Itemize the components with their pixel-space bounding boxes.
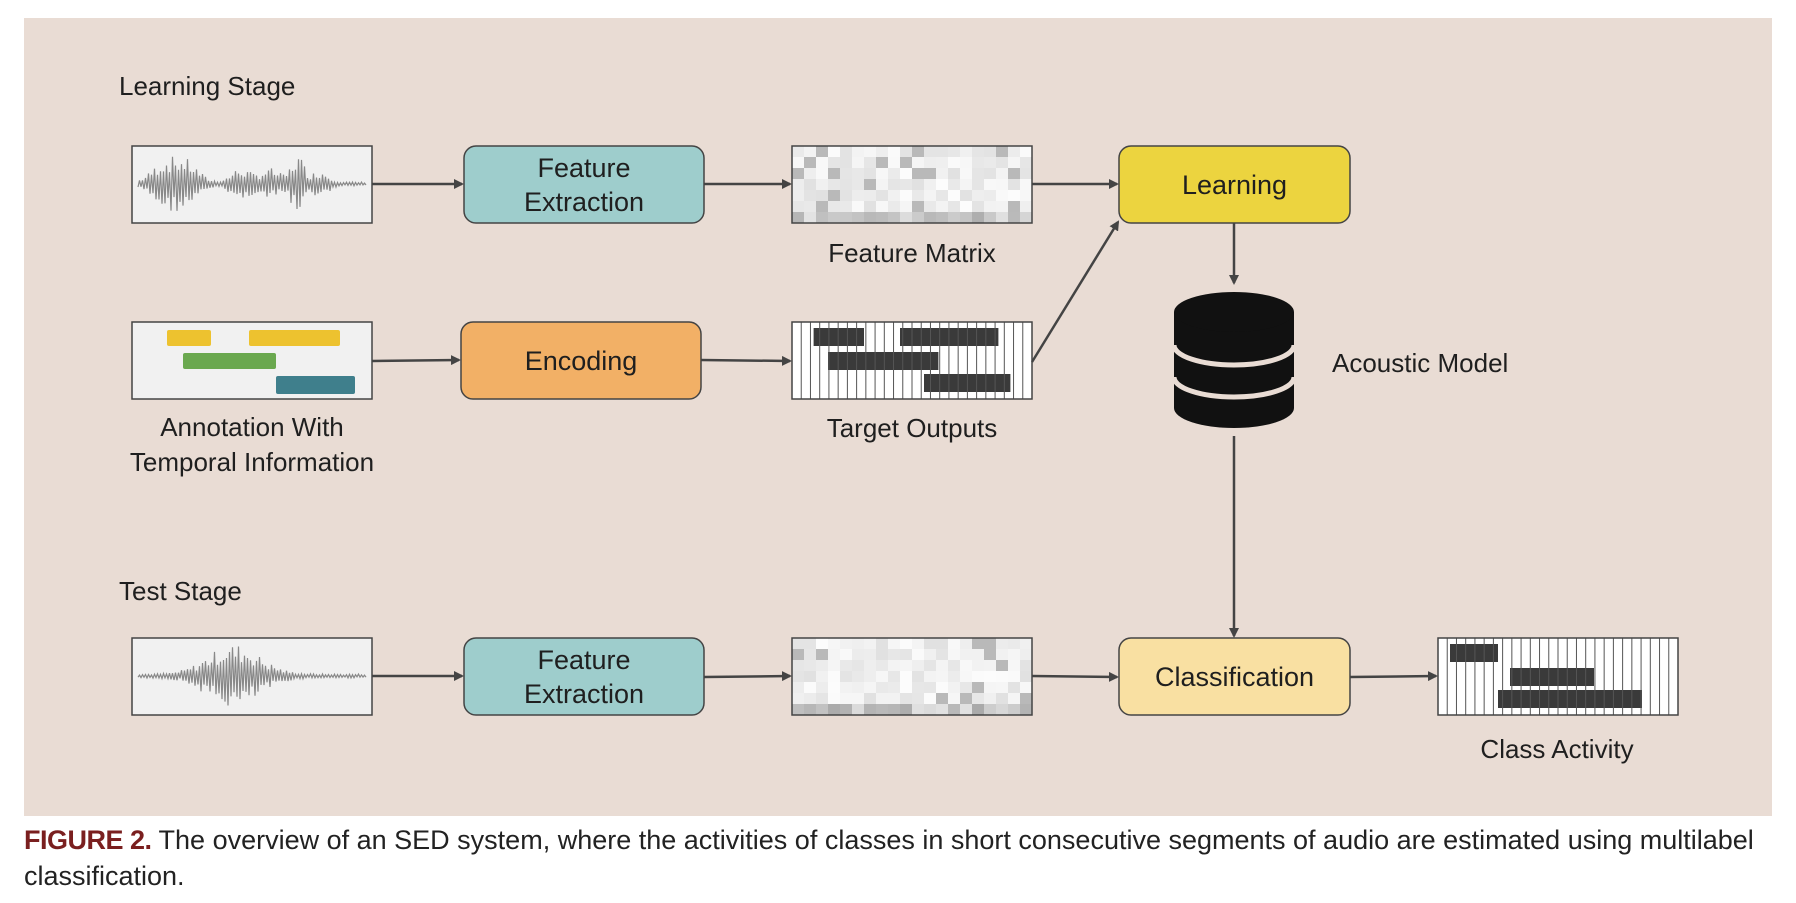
svg-text:Extraction: Extraction	[524, 187, 644, 217]
learning-stage-title: Learning Stage	[119, 71, 295, 101]
waveform-learning	[131, 145, 373, 224]
svg-text:Encoding: Encoding	[525, 346, 638, 376]
feature-matrix-label: Feature Matrix	[828, 238, 996, 268]
feature-matrix-grid-test	[791, 637, 1033, 716]
encoding-box: Encoding	[460, 321, 702, 400]
feature-matrix-grid	[791, 145, 1033, 224]
arrow-test-feature-to-matrix	[703, 671, 792, 682]
target-outputs-grid	[791, 321, 1033, 400]
test-stage-title: Test Stage	[119, 576, 242, 606]
database-icon	[1171, 292, 1297, 428]
class-activity-label: Class Activity	[1480, 734, 1633, 764]
feature-extraction-box-test: Feature Extraction	[463, 637, 705, 716]
arrow-test-matrix-to-classification	[1031, 671, 1119, 682]
svg-text:Feature: Feature	[537, 645, 630, 675]
class-activity-grid	[1437, 637, 1679, 716]
svg-text:Feature: Feature	[537, 153, 630, 183]
learning-box: Learning	[1118, 145, 1351, 224]
arrow-target-to-learning	[1030, 220, 1120, 363]
target-outputs-label: Target Outputs	[827, 413, 998, 443]
acoustic-model-label: Acoustic Model	[1332, 348, 1508, 378]
annotation-label-line2: Temporal Information	[130, 447, 374, 477]
annotation-label-line1: Annotation With	[160, 412, 344, 442]
arrows	[371, 179, 1438, 682]
feature-extraction-box-learning: Feature Extraction	[463, 145, 705, 224]
svg-text:Extraction: Extraction	[524, 679, 644, 709]
svg-text:Learning: Learning	[1182, 170, 1287, 200]
caption-text: The overview of an SED system, where the…	[24, 825, 1754, 891]
figure-caption: FIGURE 2. The overview of an SED system,…	[24, 822, 1764, 894]
arrow-classification-to-activity	[1349, 671, 1438, 682]
arrow-encoding-to-target	[700, 355, 792, 366]
figure-label: FIGURE 2.	[24, 825, 152, 855]
classification-box: Classification	[1118, 637, 1351, 716]
waveform-test	[131, 637, 373, 716]
arrow-annotation-to-encoding	[371, 355, 461, 366]
annotation-box	[131, 321, 373, 400]
svg-text:Classification: Classification	[1155, 662, 1314, 692]
sed-system-diagram: Learning Stage Test Stage Feature Extrac…	[24, 18, 1772, 816]
